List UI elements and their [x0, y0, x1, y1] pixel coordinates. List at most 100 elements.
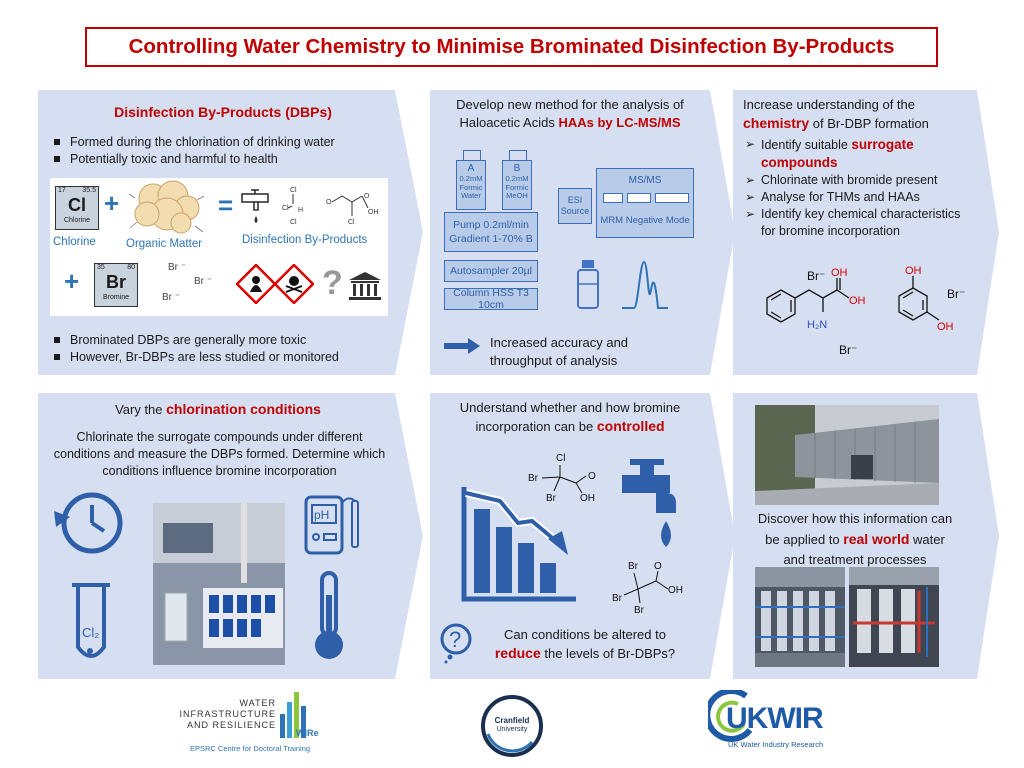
lab-photo [153, 503, 285, 665]
wire-logo-bars [280, 692, 306, 738]
hydroxyl-label: OH [905, 266, 922, 277]
bromide-ion: Br ⁻ [162, 292, 181, 303]
svg-text:O: O [588, 471, 596, 482]
atomic-mass: 35.5 [82, 187, 96, 194]
health-hazard-icon [236, 264, 276, 304]
element-name: Bromine [102, 294, 130, 301]
svg-text:O: O [364, 193, 370, 200]
tap-droplet-icon [622, 459, 676, 547]
msms-box: MS/MS MRM Negative Mode [596, 168, 694, 238]
conditions-heading: Vary the chlorination conditions [115, 401, 321, 417]
autosampler-box: Autosampler 20µl [444, 260, 538, 282]
ph-meter-icon: pH [304, 495, 359, 555]
bromide-label: Br⁻ [807, 269, 825, 283]
svg-text:Br: Br [628, 561, 639, 572]
panel-method: Develop new method for the analysis of H… [430, 90, 735, 375]
atomic-number: 17 [58, 187, 66, 194]
column-box: Column HSS T3 10cm [444, 287, 538, 311]
svg-text:OH: OH [368, 209, 379, 216]
panel-dbps: Disinfection By-Products (DBPs) Formed d… [38, 90, 423, 375]
ukwir-logo-text: UKWIR [726, 702, 824, 735]
svg-text:Cl: Cl [282, 205, 289, 212]
decreasing-bar-chart-icon [461, 487, 576, 602]
tap-icon [241, 189, 269, 223]
panel-chemistry: Increase understanding of the chemistry … [733, 90, 999, 375]
conditions-body: Chlorinate the surrogate compounds under… [53, 430, 386, 478]
bromide-ion: Br ⁻ [168, 262, 187, 273]
organic-matter-icon [128, 180, 205, 234]
intro-highlight: HAAs by LC-MS/MS [558, 115, 681, 130]
plus-icon: + [64, 266, 80, 296]
bromide-label: Br⁻ [947, 287, 965, 301]
poster-title: Controlling Water Chemistry to Minimise … [85, 27, 938, 67]
bullet: However, Br-DBPs are less studied or mon… [52, 349, 397, 366]
control-heading: Understand whether and how bromine incor… [459, 400, 681, 434]
vial-icon [577, 260, 599, 309]
thermometer-icon [315, 571, 343, 659]
poster-title-text: Controlling Water Chemistry to Minimise … [128, 35, 895, 58]
step-item: Identify key chemical characteristics fo… [743, 206, 973, 240]
bullet-list: Brominated DBPs are generally more toxic… [52, 332, 397, 366]
toxic-skull-icon [274, 264, 314, 304]
chlorine-element-tile: 17 35.5 Cl Chlorine [55, 186, 99, 230]
svg-text:Cl: Cl [348, 219, 355, 226]
ukwir-logo: UKWIR UK Water Industry Research [708, 690, 848, 758]
question-mark-icon: ? [322, 264, 343, 302]
step-item: Chlorinate with bromide present [743, 172, 973, 189]
bullet: Potentially toxic and harmful to health [52, 151, 397, 168]
plus-icon: + [104, 188, 120, 218]
clock-icon [54, 492, 123, 554]
svg-text:Cl: Cl [556, 453, 565, 464]
svg-text:Br: Br [634, 605, 645, 616]
question-bubble-icon: ? [440, 623, 472, 664]
svg-text:Br: Br [612, 593, 623, 604]
organic-matter-label: Organic Matter [126, 238, 203, 250]
chromatogram-peak-icon [622, 260, 668, 309]
bullet: Brominated DBPs are generally more toxic [52, 332, 397, 349]
hydroxyl-label: OH [831, 267, 848, 279]
bullet-list: Formed during the chlorination of drinki… [52, 134, 397, 168]
element-name: Chlorine [63, 217, 91, 224]
hydroxyl-label: OH [937, 321, 954, 333]
atomic-mass: 80 [127, 264, 135, 271]
method-intro: Develop new method for the analysis of H… [430, 96, 710, 132]
bromine-element-tile: 35 80 Br Bromine [94, 263, 138, 307]
svg-text:O: O [326, 199, 332, 206]
treatment-plant-photo-1 [755, 567, 845, 667]
chlorine-gas-label: Cl₂ [82, 625, 99, 640]
svg-text:?: ? [449, 627, 461, 652]
wire-logo-subtitle: EPSRC Centre for Doctoral Training [190, 744, 311, 753]
svg-text:H: H [298, 207, 303, 214]
dbp-molecule-2: Br Br Br O OH [612, 561, 683, 616]
amine-label: H₂N [807, 319, 827, 331]
chlorine-label: Chlorine [53, 236, 96, 248]
real-world-text: Discover how this information can be app… [757, 511, 953, 567]
element-symbol: Cl [68, 195, 86, 215]
step-item: Analyse for THMs and HAAs [743, 189, 973, 206]
svg-text:Cl: Cl [290, 219, 297, 226]
ukwir-logo-subtitle: UK Water Industry Research [728, 740, 824, 749]
chemistry-intro: Increase understanding of the chemistry … [743, 97, 929, 131]
chemistry-steps: Identify suitable surrogate compounds Ch… [743, 136, 973, 240]
dbp-illustration: 17 35.5 Cl Chlorine + Chlorine Organic M… [50, 178, 388, 316]
intro-text: Haloacetic Acids [459, 115, 555, 130]
wire-logo-mark: WIRe [296, 728, 319, 738]
panel-real-world: Discover how this information can be app… [733, 393, 999, 679]
step-item: Identify suitable surrogate compounds [743, 136, 973, 172]
test-tube-icon: Cl₂ [72, 583, 110, 658]
treatment-plant-photo-2 [849, 567, 939, 667]
ph-label: pH [314, 508, 329, 522]
bullet: Formed during the chlorination of drinki… [52, 134, 397, 151]
dbp-label: Disinfection By-Products [242, 234, 368, 246]
svg-text:Br: Br [528, 473, 539, 484]
svg-text:OH: OH [580, 493, 595, 504]
